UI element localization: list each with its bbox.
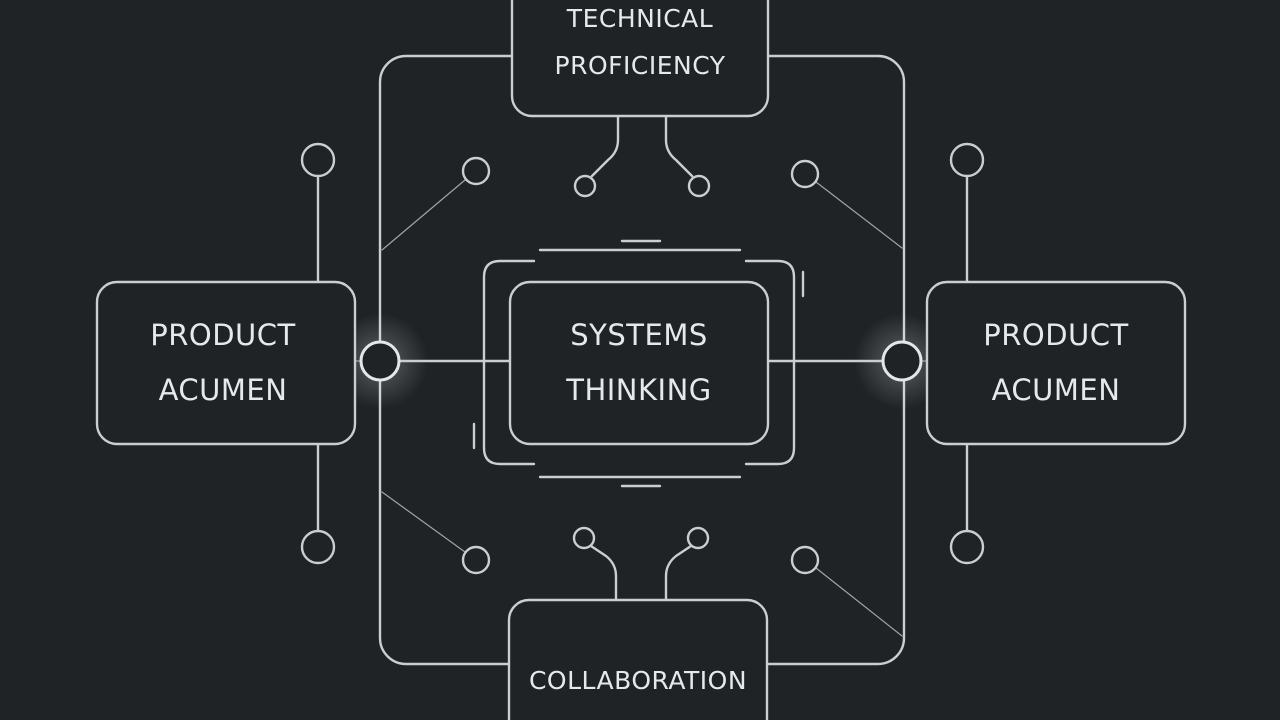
diagonal-spoke-bottom-left: [381, 491, 466, 553]
diagonal-spoke-top-left: [381, 179, 466, 251]
bottom-branch-left: [589, 544, 618, 602]
top-branch-right-node: [687, 174, 711, 198]
bottom-branch-right: [664, 544, 693, 602]
right-upper-node: [949, 142, 985, 178]
center-frame-left-bracket: [482, 259, 536, 466]
bottom-node-label-line-1: COLLABORATION: [528, 665, 748, 695]
bottom-box: [507, 598, 769, 720]
top-branch-left-node: [573, 174, 597, 198]
spoke-node-top-left: [461, 156, 491, 186]
left-hub: [359, 340, 401, 382]
top-box: [510, 0, 770, 118]
spoke-node-top-right: [790, 159, 820, 189]
right-box: [925, 280, 1187, 446]
left-node-label: PRODUCT ACUMEN: [97, 282, 349, 444]
left-upper-node: [300, 142, 336, 178]
left-lower-node: [300, 529, 336, 565]
right-lower-node: [949, 529, 985, 565]
spoke-node-bottom-right: [790, 545, 820, 575]
top-node-label-line-2: PROFICIENCY: [554, 51, 726, 80]
left-node-label-line-1: PRODUCT: [150, 318, 296, 352]
right-node-label-line-2: ACUMEN: [991, 373, 1121, 407]
bottom-branch-right-node: [686, 526, 710, 550]
spoke-node-bottom-left: [461, 545, 491, 575]
top-node-label-line-1: TECHNICAL: [566, 4, 714, 33]
center-node-label: SYSTEMS THINKING: [510, 282, 768, 444]
top-branch-left: [590, 114, 620, 178]
right-node-label-line-1: PRODUCT: [983, 318, 1129, 352]
left-node-label-line-2: ACUMEN: [158, 373, 288, 407]
top-node-label: TECHNICAL PROFICIENCY: [512, 0, 768, 92]
center-node-label-line-2: THINKING: [566, 373, 712, 407]
bottom-node-label: COLLABORATION: [509, 650, 767, 710]
diagonal-spoke-bottom-right: [815, 567, 903, 637]
left-box: [95, 280, 357, 446]
diagonal-spoke-top-right: [815, 181, 903, 249]
center-frame-right-bracket: [744, 259, 796, 466]
top-branch-right: [664, 114, 694, 178]
center-box: [508, 280, 770, 446]
right-node-label: PRODUCT ACUMEN: [927, 282, 1185, 444]
bottom-branch-left-node: [572, 526, 596, 550]
center-node-label-line-1: SYSTEMS: [570, 318, 708, 352]
right-hub: [881, 340, 923, 382]
